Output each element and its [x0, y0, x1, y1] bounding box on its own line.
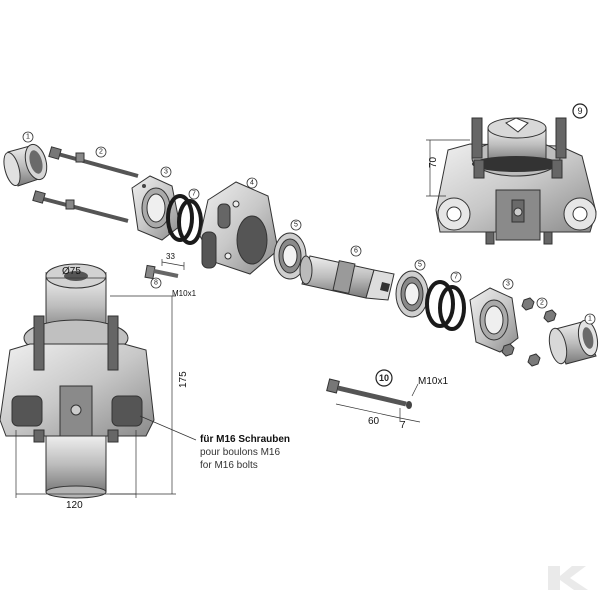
callout-6: 6 — [350, 245, 362, 257]
grease-nipple-part-8 — [144, 259, 185, 280]
callout-5-left: 5 — [290, 219, 302, 231]
housing-part-4 — [199, 181, 279, 275]
dimension-line-120 — [15, 430, 137, 498]
callout-10: 10 — [375, 369, 393, 387]
svg-text:2: 2 — [99, 149, 103, 156]
bearing-part-5-left — [273, 232, 307, 280]
sleeve-part-1-left — [3, 143, 48, 187]
bearing-flange-part-3-left — [131, 175, 181, 241]
note-de: für M16 Schrauben — [200, 434, 290, 445]
bolt-part-10 — [326, 378, 421, 423]
svg-text:9: 9 — [577, 106, 582, 116]
thread-label-m10x1-part-10: M10x1 — [418, 376, 448, 387]
dimension-line-75 — [45, 272, 107, 284]
brand-logo-mark — [548, 566, 588, 590]
nuts-part-2-right — [501, 297, 557, 367]
callout-7-left: 7 — [188, 188, 200, 200]
svg-text:2: 2 — [540, 300, 544, 307]
seal-part-7-right — [425, 280, 466, 331]
callout-9: 9 — [572, 103, 588, 119]
dimension-dia75: Ø75 — [62, 266, 81, 277]
svg-text:3: 3 — [164, 169, 168, 176]
svg-text:5: 5 — [294, 222, 298, 229]
leader-line-bolt-note — [139, 415, 197, 441]
note-en: for M16 bolts — [200, 460, 258, 471]
svg-text:1: 1 — [26, 134, 30, 141]
shaft-part-6 — [299, 255, 395, 301]
svg-text:1: 1 — [588, 316, 592, 323]
callout-2-left: 2 — [95, 146, 107, 158]
dimension-33: 33 — [166, 252, 175, 261]
bearing-flange-part-3-right — [469, 287, 519, 353]
dimension-70: 70 — [428, 156, 439, 168]
callout-5-right: 5 — [414, 259, 426, 271]
note-fr: pour boulons M16 — [200, 447, 280, 458]
svg-text:8: 8 — [154, 280, 158, 287]
svg-text:5: 5 — [418, 262, 422, 269]
svg-text:7: 7 — [192, 191, 196, 198]
svg-text:10: 10 — [379, 373, 389, 383]
assembled-hub-front-view — [0, 263, 155, 499]
bolts-part-2-left — [32, 146, 139, 223]
dimension-7: 7 — [400, 420, 406, 431]
assembled-hub-part-9 — [435, 117, 597, 245]
callout-1-right: 1 — [584, 313, 596, 325]
callout-2-right: 2 — [536, 297, 548, 309]
seal-part-7-left — [166, 194, 203, 245]
dimension-120: 120 — [66, 500, 83, 511]
thread-label-m10x1-part-8: M10x1 — [172, 289, 197, 298]
callout-8: 8 — [150, 277, 162, 289]
callout-7-right: 7 — [450, 271, 462, 283]
dimension-60: 60 — [368, 416, 380, 427]
callout-4: 4 — [246, 177, 258, 189]
svg-text:7: 7 — [454, 274, 458, 281]
svg-text:4: 4 — [250, 180, 254, 187]
callout-3-left: 3 — [160, 166, 172, 178]
svg-text:3: 3 — [506, 281, 510, 288]
callout-1-left: 1 — [22, 131, 34, 143]
dimension-175: 175 — [178, 371, 189, 388]
svg-text:6: 6 — [354, 248, 358, 255]
callout-3-right: 3 — [502, 278, 514, 290]
dimension-line-70 — [426, 139, 470, 197]
bearing-part-5-right — [395, 270, 429, 318]
sleeve-part-1-right — [548, 319, 599, 365]
